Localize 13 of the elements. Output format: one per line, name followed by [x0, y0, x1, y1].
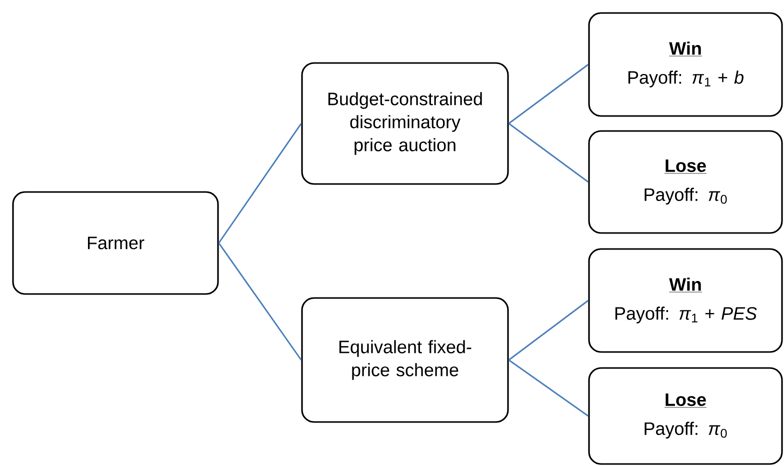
connector-line [508, 300, 589, 361]
option-box: Equivalent fixed-price scheme [301, 297, 509, 423]
connector-line [508, 359, 589, 417]
connector-line [508, 122, 589, 183]
outcome-box: Lose Payoff: π$_{0}$ [588, 367, 783, 465]
connector-line [218, 242, 302, 360]
option-box: Budget-constrained discriminatory price auction [301, 62, 509, 185]
outcome-box: Win Payoff: π$_{1}$ + PES [588, 248, 783, 353]
connector-line [508, 64, 589, 124]
outcome-box: Win Payoff: π$_{1}$ + b [588, 12, 783, 117]
decision-box: Farmer [12, 191, 219, 295]
connector-line [218, 123, 302, 244]
outcome-box: Lose Payoff: π$_{0}$ [588, 130, 783, 234]
